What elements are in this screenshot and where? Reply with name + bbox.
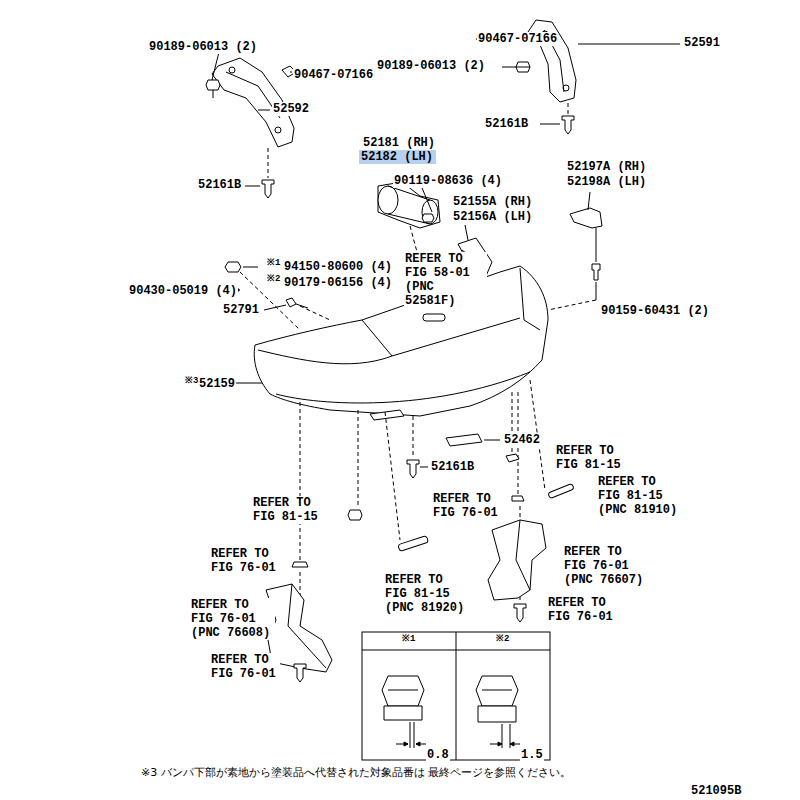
reference-note: REFER TO FIG 81-15	[555, 444, 625, 472]
callout-number: 94150-80600 (4)	[283, 260, 393, 274]
callout-number: 52155A (RH)	[452, 195, 533, 209]
callout-number: ※2	[266, 274, 281, 285]
callout-number: ※1	[401, 634, 416, 645]
callout-number: 90159-60431 (2)	[600, 304, 710, 318]
callout-number: 52181 (RH)	[362, 136, 436, 150]
reference-note: REFER TO FIG 81-15	[252, 496, 322, 524]
callout-number: 521095B	[690, 784, 742, 798]
callout-number: 1.5	[520, 748, 544, 762]
callout-number: 90467-07166	[293, 68, 374, 82]
callout-number: ※1	[266, 258, 281, 269]
reference-note: REFER TO FIG 76-01 (PNC 76607)	[563, 545, 648, 587]
callout-number: 52198A (LH)	[566, 175, 647, 189]
reference-note: REFER TO FIG 76-01	[210, 653, 280, 681]
reference-note: REFER TO FIG 76-01	[210, 547, 280, 575]
highlighted-part: 52182 (LH)	[359, 150, 436, 164]
callout-number: 90179-06156 (4)	[283, 276, 393, 290]
callout-number: 52161B	[430, 460, 475, 474]
callout-number: 90430-05019 (4)	[128, 284, 238, 298]
reference-note: REFER TO FIG 81-15 (PNC 81910)	[597, 475, 682, 517]
callout-number: 52197A (RH)	[566, 160, 647, 174]
callout-number: 52161B	[484, 117, 529, 131]
callout-number: 52159	[198, 377, 236, 391]
callout-number: 52591	[683, 36, 721, 50]
callout-number: 90189-06013 (2)	[148, 40, 258, 54]
callout-number: 90189-06013 (2)	[376, 59, 486, 73]
part-number: 52182 (LH)	[361, 150, 434, 164]
callout-number: 90119-08636 (4)	[393, 174, 503, 188]
callout-number: 52791	[222, 303, 260, 317]
callout-number: 52462	[503, 433, 541, 447]
reference-note: REFER TO FIG 76-01	[547, 596, 617, 624]
callout-number: 52592	[272, 102, 310, 116]
callout-number: 52161B	[197, 178, 242, 192]
reference-note: REFER TO FIG 76-01	[432, 492, 502, 520]
callout-number: 52156A (LH)	[452, 210, 533, 224]
reference-note: REFER TO FIG 58-01 (PNC 52581F)	[404, 252, 487, 308]
reference-note: REFER TO FIG 76-01 (PNC 76608)	[190, 598, 275, 640]
footnote: ※3 バンパ下部が素地から塗装品へ代替された対象品番は 最終ページを参照ください…	[140, 765, 682, 780]
callout-number: ※2	[495, 634, 510, 645]
callout-number: 0.8	[426, 748, 450, 762]
reference-note: REFER TO FIG 81-15 (PNC 81920)	[384, 573, 469, 615]
callout-number: 90467-07166	[477, 32, 558, 46]
